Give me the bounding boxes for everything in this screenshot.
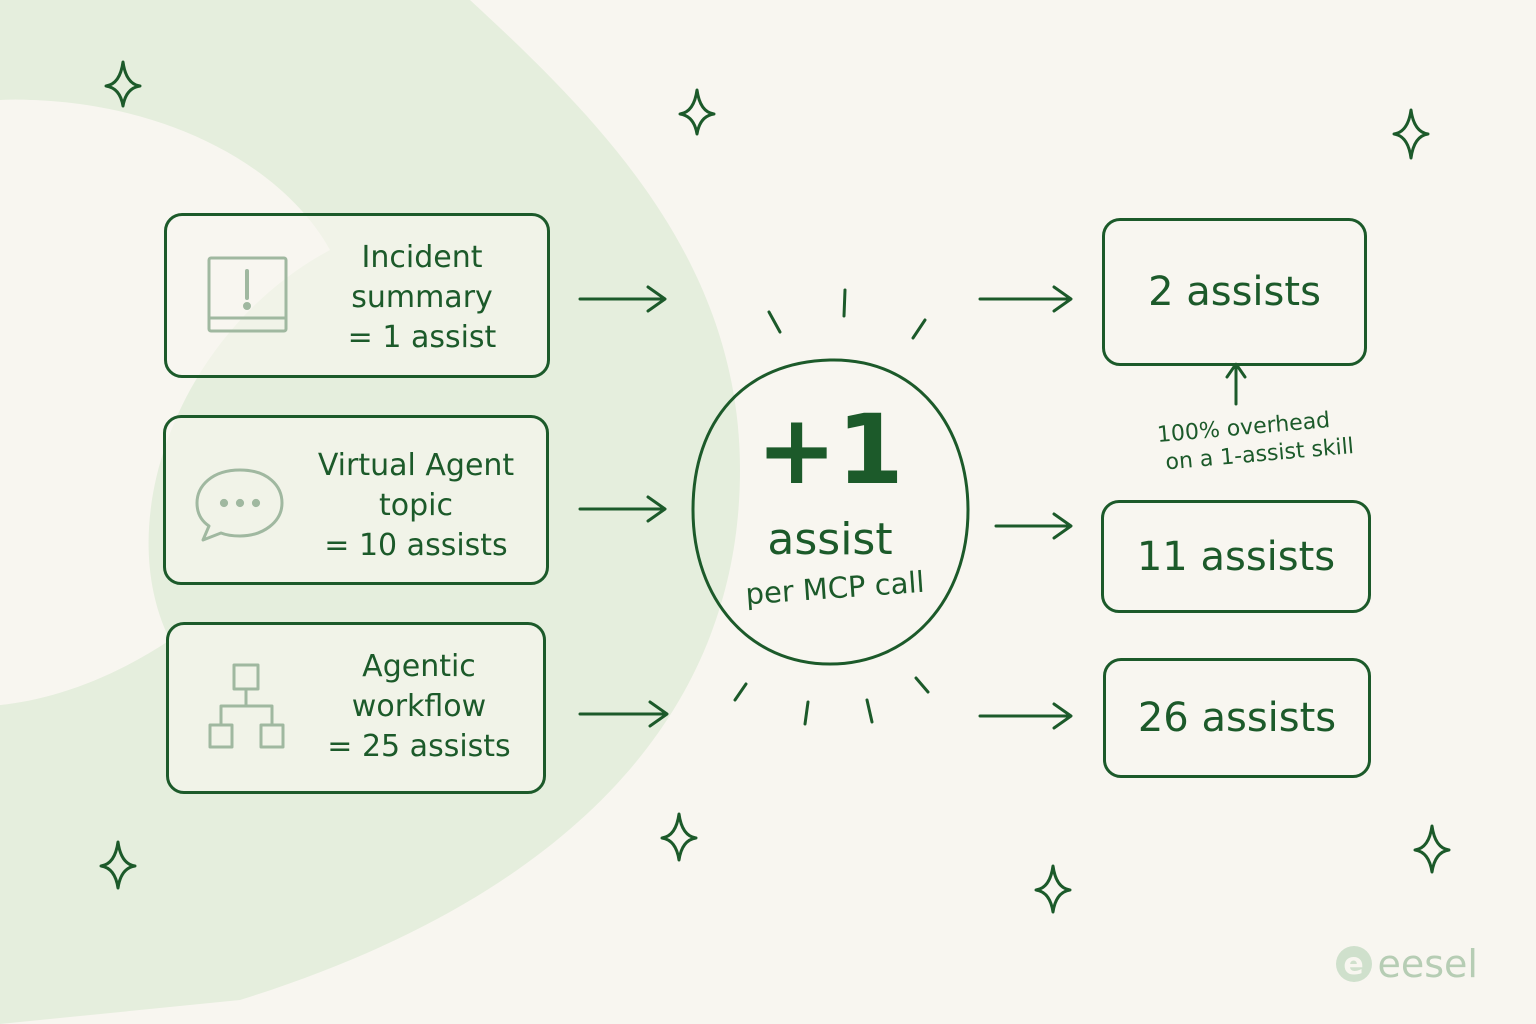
brand-mark-icon: e — [1335, 946, 1372, 982]
input-label: Agentic workflow = 25 assists — [314, 647, 524, 767]
brand-name: eesel — [1377, 942, 1479, 986]
input-label: Incident summary = 1 assist — [322, 238, 522, 358]
output-label: 11 assists — [1136, 533, 1336, 580]
input-cost: = 10 assists — [324, 528, 508, 563]
input-title: Virtual Agent — [317, 448, 515, 483]
input-cost: = 1 assist — [347, 320, 497, 355]
output-label: 2 assists — [1148, 269, 1321, 315]
arrow-icon — [994, 512, 1073, 540]
output-label: 26 assists — [1137, 695, 1337, 741]
input-title: summary — [351, 280, 493, 315]
input-title: Incident — [361, 240, 483, 275]
sparkle-icon — [1413, 824, 1451, 874]
burst-rays — [733, 288, 930, 726]
input-cost: = 25 assists — [327, 729, 511, 764]
arrow-icon — [978, 702, 1073, 730]
hub-unit: assist — [767, 514, 893, 565]
input-title: topic — [379, 488, 453, 523]
input-box-incident-summary: Incident summary = 1 assist — [164, 213, 550, 378]
input-box-virtual-agent-topic: Virtual Agent topic = 10 assists — [163, 415, 549, 585]
brand-logo: e eesel — [1335, 942, 1479, 986]
input-label: Virtual Agent topic = 10 assists — [296, 446, 536, 566]
sparkle-icon — [1034, 864, 1072, 914]
output-box: 2 assists — [1102, 218, 1367, 366]
input-title: Agentic — [362, 649, 476, 684]
arrow-icon — [578, 285, 667, 313]
input-title: workflow — [351, 689, 487, 724]
sparkle-icon — [104, 60, 142, 108]
hub-value: +1 — [756, 394, 904, 506]
sparkle-icon — [660, 812, 698, 862]
output-box: 26 assists — [1103, 658, 1371, 778]
sparkle-icon — [1392, 108, 1430, 160]
hub-circle — [691, 358, 970, 666]
output-box: 11 assists — [1101, 500, 1371, 613]
sparkle-icon — [678, 88, 716, 136]
sparkle-icon — [99, 840, 137, 890]
arrow-icon — [978, 285, 1073, 313]
input-box-agentic-workflow: Agentic workflow = 25 assists — [166, 622, 546, 794]
arrow-icon — [578, 700, 669, 728]
arrow-icon — [578, 495, 667, 523]
annotation-arrow-icon — [1225, 362, 1247, 406]
